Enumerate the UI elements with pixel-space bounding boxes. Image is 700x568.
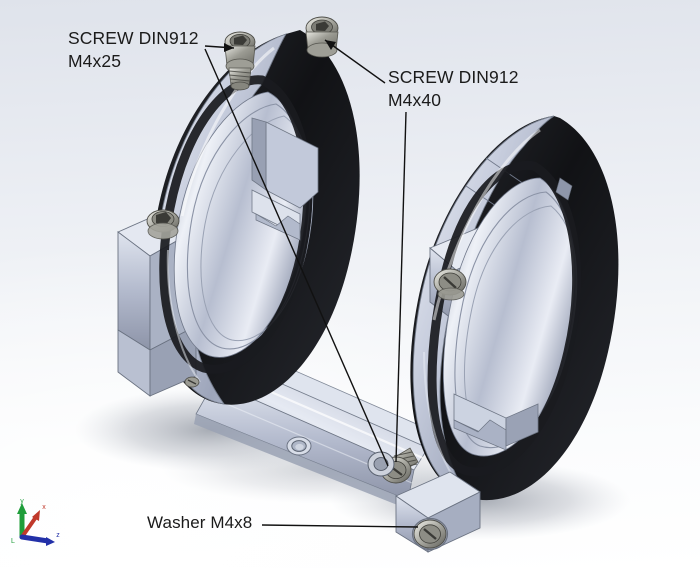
annotation-screw-m4x40: SCREW DIN912 M4x40	[388, 67, 519, 111]
screw-top-right[interactable]	[305, 16, 339, 58]
annotation-washer-m4x8: Washer M4x8	[147, 513, 253, 532]
washer-bottom	[411, 517, 449, 551]
washer-rail-end	[367, 451, 395, 477]
z-axis-indicator: z	[19, 532, 60, 546]
y-axis-label: y	[20, 498, 24, 505]
left-ring-notch	[251, 117, 319, 241]
screw-right-clamp[interactable]	[433, 268, 467, 301]
right-ring-notch	[453, 393, 539, 451]
screw-bottom-rail[interactable]	[413, 519, 447, 549]
rail-bridge[interactable]	[194, 344, 471, 508]
z-axis-label: z	[56, 532, 60, 539]
x-axis-label: x	[42, 504, 46, 511]
annotation-screw-m4x25: SCREW DIN912 M4x25	[68, 28, 199, 72]
screw-left-ring-rim[interactable]	[184, 376, 200, 388]
coordinate-axis-triad[interactable]: y x z L	[8, 497, 64, 549]
leader-lines	[204, 39, 419, 528]
left-tube-ring[interactable]	[117, 30, 360, 405]
origin-label: L	[11, 538, 15, 545]
screw-top-left[interactable]	[224, 31, 256, 91]
rail-counterbore-hole	[286, 436, 312, 456]
x-axis-indicator: x	[20, 504, 46, 539]
right-tube-ring[interactable]	[410, 115, 619, 501]
y-axis-indicator: y	[17, 498, 27, 540]
screw-left-clamp[interactable]	[146, 209, 180, 240]
